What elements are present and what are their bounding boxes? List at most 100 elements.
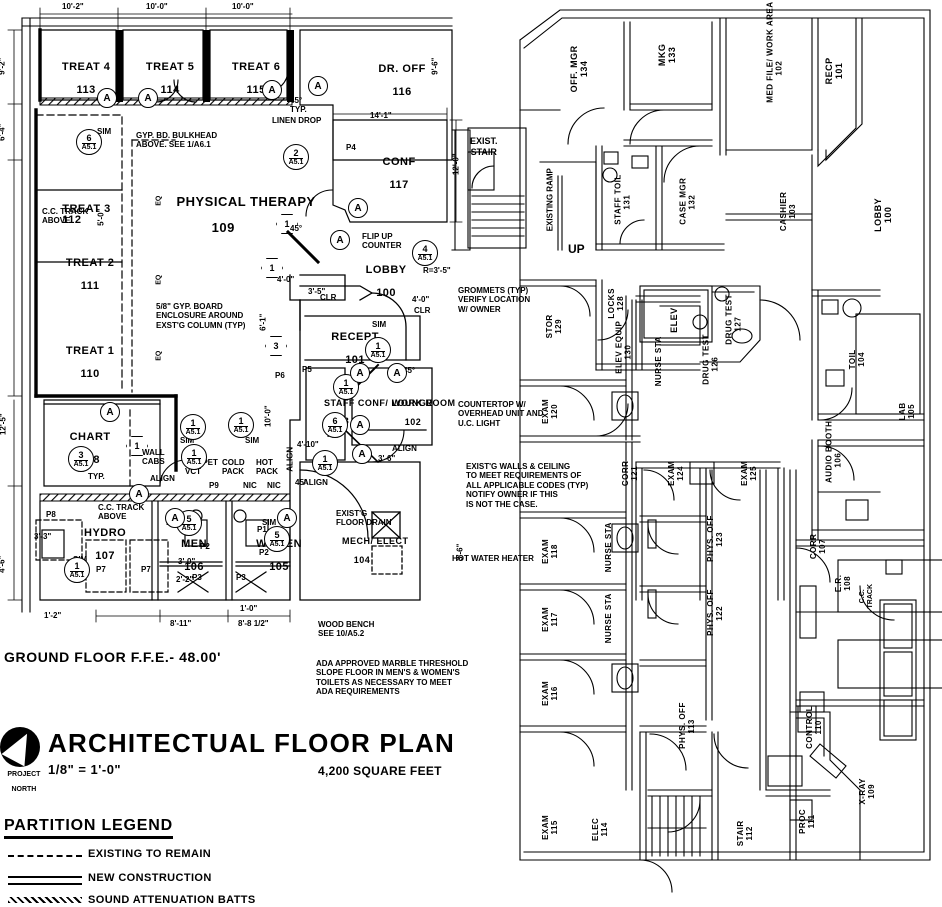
detail-bubble-1-a51-a[interactable]: 1 A5.1: [180, 414, 206, 440]
detail-hex-1-b[interactable]: 1: [261, 258, 283, 278]
room-number: 115: [550, 820, 559, 835]
room-treat-1-110: TREAT 1 110: [44, 334, 122, 392]
room-name: NURSE STA: [603, 522, 613, 573]
bubble-number: 1: [375, 340, 381, 351]
room-number: 117: [389, 178, 409, 191]
room-number: 115: [246, 83, 266, 96]
room-exam-116: EXAM 116: [534, 675, 568, 723]
bubble-sheet: A5.1: [185, 427, 201, 436]
tag-nic-b: NIC: [267, 481, 281, 490]
dim-bottom-4: 8'-8 1/2": [238, 619, 269, 628]
project-north-line2: NORTH: [11, 786, 37, 794]
bubble-number: 2: [293, 147, 299, 158]
detail-bubble-2-a51[interactable]: 2 A5.1: [283, 144, 309, 170]
room-conf-117: CONF 117: [360, 145, 424, 203]
door-tag-a-8[interactable]: A: [129, 484, 149, 504]
detail-bubble-4-a51[interactable]: 4 A5.1: [412, 240, 438, 266]
detail-bubble-1-a51-b[interactable]: 1 A5.1: [228, 412, 254, 438]
room-stor-129: STOR 129: [538, 307, 572, 357]
room-number: 112: [62, 214, 82, 227]
room-number: 105: [269, 560, 290, 573]
detail-bubble-1-a51-c[interactable]: 1 A5.1: [64, 557, 90, 583]
room-number: 114: [600, 822, 609, 837]
tag-p2-a: P2: [200, 542, 210, 551]
north-arrow-icon: [0, 727, 40, 767]
note-hot-water-heater: HOT WATER HEATER: [452, 554, 534, 563]
note-flip-up-counter: FLIP UP COUNTER: [362, 232, 402, 251]
dim-pt-2: 6'-1": [258, 313, 268, 331]
dim-top-2: 10'-0": [146, 2, 168, 11]
note-wood-bench: WOOD BENCH SEE 10/A5.2: [318, 620, 375, 639]
detail-hex-1-c[interactable]: 1: [126, 436, 148, 456]
note-45-c: 45°: [295, 478, 308, 487]
room-number: 106: [184, 560, 205, 573]
detail-bubble-1-a51-d[interactable]: 1 A5.1: [312, 450, 338, 476]
tag-p6: P6: [275, 371, 285, 380]
door-tag-a-14[interactable]: A: [350, 415, 370, 435]
note-up: UP: [568, 242, 585, 256]
room-name: STAFF CONF/ LOUNGE: [324, 398, 433, 408]
door-tag-a-7[interactable]: A: [100, 402, 120, 422]
detail-hex-1-a[interactable]: 1: [276, 214, 298, 234]
door-tag-a-9[interactable]: A: [165, 508, 185, 528]
bubble-number: 5: [274, 529, 280, 540]
detail-bubble-1-a51-f[interactable]: 1 A5.1: [181, 444, 207, 470]
drawing-area: 4,200 SQUARE FEET: [318, 764, 442, 778]
note-sim-3: SIM: [245, 436, 260, 445]
door-tag-a-13[interactable]: A: [352, 444, 372, 464]
note-clr-2: CLR: [414, 306, 431, 315]
detail-bubble-6-a51[interactable]: 6 A5.1: [76, 129, 102, 155]
tag-p9: P9: [209, 481, 219, 490]
room-name: ELEV: [669, 307, 680, 333]
tag-p2-b: P2: [259, 548, 269, 557]
door-letter: A: [283, 512, 291, 524]
bubble-sheet: A5.1: [370, 350, 386, 359]
door-tag-a-6[interactable]: A: [330, 230, 350, 250]
room-proc-111: PROC 111: [791, 803, 825, 851]
detail-hex-3-a[interactable]: 3: [265, 336, 287, 356]
room-name: TREAT 4: [61, 60, 111, 73]
room-treat-4: TREAT 4 113: [44, 50, 114, 108]
bubble-sheet: A5.1: [288, 157, 304, 166]
room-staff-toil-131: STAFF TOIL 131: [605, 174, 640, 236]
door-tag-a-1[interactable]: A: [97, 88, 117, 108]
room-drug-test-126: DRUG TEST 126: [693, 334, 728, 396]
tag-p4-a: P4: [346, 143, 356, 152]
detail-bubble-5-a51-b[interactable]: 5 A5.1: [264, 526, 290, 552]
note-sim-2: SIM: [180, 436, 195, 445]
door-tag-a-11[interactable]: A: [350, 363, 370, 383]
eq-3: EQ: [155, 350, 163, 361]
bubble-sheet: A5.1: [81, 142, 97, 151]
bubble-sheet: A5.1: [233, 425, 249, 434]
dim-left-2: 6'-4": [0, 123, 7, 141]
tag-p3-a: P3: [192, 573, 202, 582]
bubble-sheet: A5.1: [327, 425, 343, 434]
room-cashier-103: CASHIER 103: [772, 188, 806, 246]
dim-men-1: 2'-2": [176, 575, 194, 584]
door-tag-a-2[interactable]: A: [138, 88, 158, 108]
door-tag-a-3[interactable]: A: [262, 80, 282, 100]
note-sim-4: SIM: [372, 320, 387, 329]
room-number: 111: [807, 814, 816, 829]
detail-bubble-6-a51-b[interactable]: 6 A5.1: [322, 412, 348, 438]
room-recept-101-west: RECEPT 101: [312, 320, 384, 378]
door-tag-a-12[interactable]: A: [387, 363, 407, 383]
door-tag-a-4[interactable]: A: [308, 76, 328, 96]
detail-bubble-1-a51-g[interactable]: 1 A5.1: [365, 337, 391, 363]
room-work-room-102: WORK ROOM 102: [380, 390, 455, 437]
room-name: TREAT 3: [62, 202, 111, 215]
page-title: ARCHITECTUAL FLOOR PLAN: [48, 728, 455, 758]
ffe-note: GROUND FLOOR F.F.E.- 48.00': [4, 649, 222, 665]
door-tag-a-5[interactable]: A: [348, 198, 368, 218]
legend-swatch-existing: [8, 855, 82, 859]
room-number: 124: [676, 465, 685, 481]
note-ada-threshold: ADA APPROVED MARBLE THRESHOLD SLOPE FLOO…: [316, 659, 469, 697]
detail-bubble-3-a51[interactable]: 3 A5.1: [68, 446, 94, 472]
door-tag-a-10[interactable]: A: [277, 508, 297, 528]
room-case-mgr-132: CASE MGR 132: [670, 178, 705, 236]
room-number: 110: [80, 367, 100, 380]
dim-hydro-1: 3'-3": [34, 532, 52, 541]
room-audio-booth-106: AUDIO BOOTH 106: [816, 421, 851, 494]
hex-number: 1: [134, 441, 140, 451]
room-exam-117: EXAM 117: [534, 601, 568, 649]
